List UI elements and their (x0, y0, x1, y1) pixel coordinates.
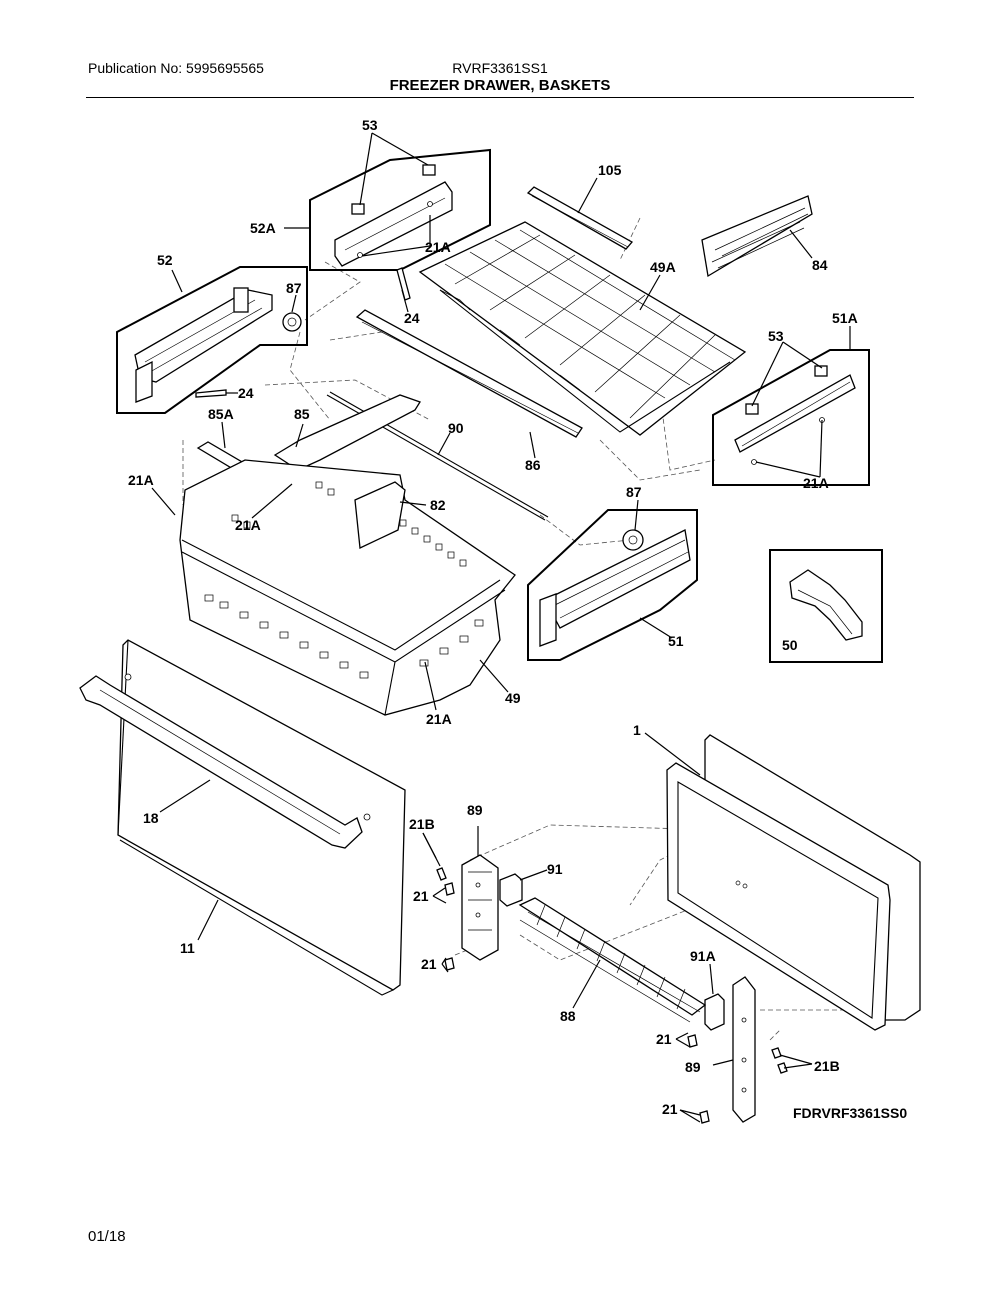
label-18: 18 (143, 810, 159, 826)
label-49A: 49A (650, 259, 676, 275)
label-50: 50 (782, 637, 798, 653)
part-88-wire-guard (518, 897, 707, 1023)
part-52-left-slide-assembly (116, 266, 308, 414)
label-52: 52 (157, 252, 173, 268)
label-87-left: 87 (286, 280, 302, 296)
label-85: 85 (294, 406, 310, 422)
part-21-screws (436, 867, 788, 1124)
part-52A-slide-rail-group (309, 148, 491, 271)
part-91A-clip (704, 993, 725, 1031)
label-91: 91 (547, 861, 563, 877)
label-11: 11 (180, 940, 195, 956)
label-21-right: 21 (656, 1031, 672, 1047)
label-85A: 85A (208, 406, 234, 422)
part-50-clip (769, 549, 883, 663)
part-89-left-bracket (461, 854, 499, 961)
part-1-door-gasket (666, 734, 921, 1031)
part-91-clip (499, 873, 523, 907)
model-number: RVRF3361SS1 (452, 60, 548, 76)
label-21A-top: 21A (425, 239, 451, 255)
part-86-front-rail (355, 309, 583, 438)
part-49-freezer-basket (179, 459, 516, 716)
label-21A-bottom: 21A (426, 711, 452, 727)
part-105-basket-trim (526, 186, 634, 250)
publication-number: Publication No: 5995695565 (88, 60, 264, 76)
header-divider (86, 97, 914, 98)
label-24-mid: 24 (404, 310, 420, 326)
label-53-right: 53 (768, 328, 784, 344)
part-18-door-handle (79, 675, 363, 849)
label-1: 1 (633, 722, 641, 738)
label-49: 49 (505, 690, 521, 706)
label-90: 90 (448, 420, 464, 436)
label-82: 82 (430, 497, 446, 513)
label-21B-right: 21B (814, 1058, 840, 1074)
label-21A-right: 21A (803, 475, 829, 491)
label-89-top: 89 (467, 802, 483, 818)
label-21-lower: 21 (421, 956, 437, 972)
label-51: 51 (668, 633, 684, 649)
label-88: 88 (560, 1008, 576, 1024)
part-82-divider-insert (354, 481, 406, 549)
leader-lines (151, 132, 851, 1123)
label-51A: 51A (832, 310, 858, 326)
label-24-left: 24 (238, 385, 254, 401)
label-21A-left: 21A (128, 472, 154, 488)
label-21B-left: 21B (409, 816, 435, 832)
label-52A: 52A (250, 220, 276, 236)
diagram-code: FDRVRF3361SS0 (793, 1105, 907, 1121)
part-89-right-bracket (732, 976, 756, 1123)
part-51-right-slide-assembly (527, 509, 698, 661)
label-89-bottom: 89 (685, 1059, 701, 1075)
label-53-top: 53 (362, 117, 378, 133)
label-86: 86 (525, 457, 541, 473)
label-105: 105 (598, 162, 622, 178)
revision-date: 01/18 (88, 1228, 126, 1245)
label-21A-basket: 21A (235, 517, 261, 533)
part-11-drawer-door (117, 639, 406, 996)
part-49A-wire-basket (418, 221, 747, 436)
label-87-right: 87 (626, 484, 642, 500)
label-84: 84 (812, 257, 828, 273)
part-labels: 53 105 52A 21A 49A 84 52 87 24 51A 53 24… (128, 117, 907, 1121)
part-51A-slide-rail-group (712, 349, 870, 486)
part-84-basket-divider (701, 195, 813, 278)
label-21-bottom: 21 (662, 1101, 678, 1117)
label-21-upper: 21 (413, 888, 429, 904)
label-91A: 91A (690, 948, 716, 964)
page-title: FREEZER DRAWER, BASKETS (389, 77, 611, 94)
